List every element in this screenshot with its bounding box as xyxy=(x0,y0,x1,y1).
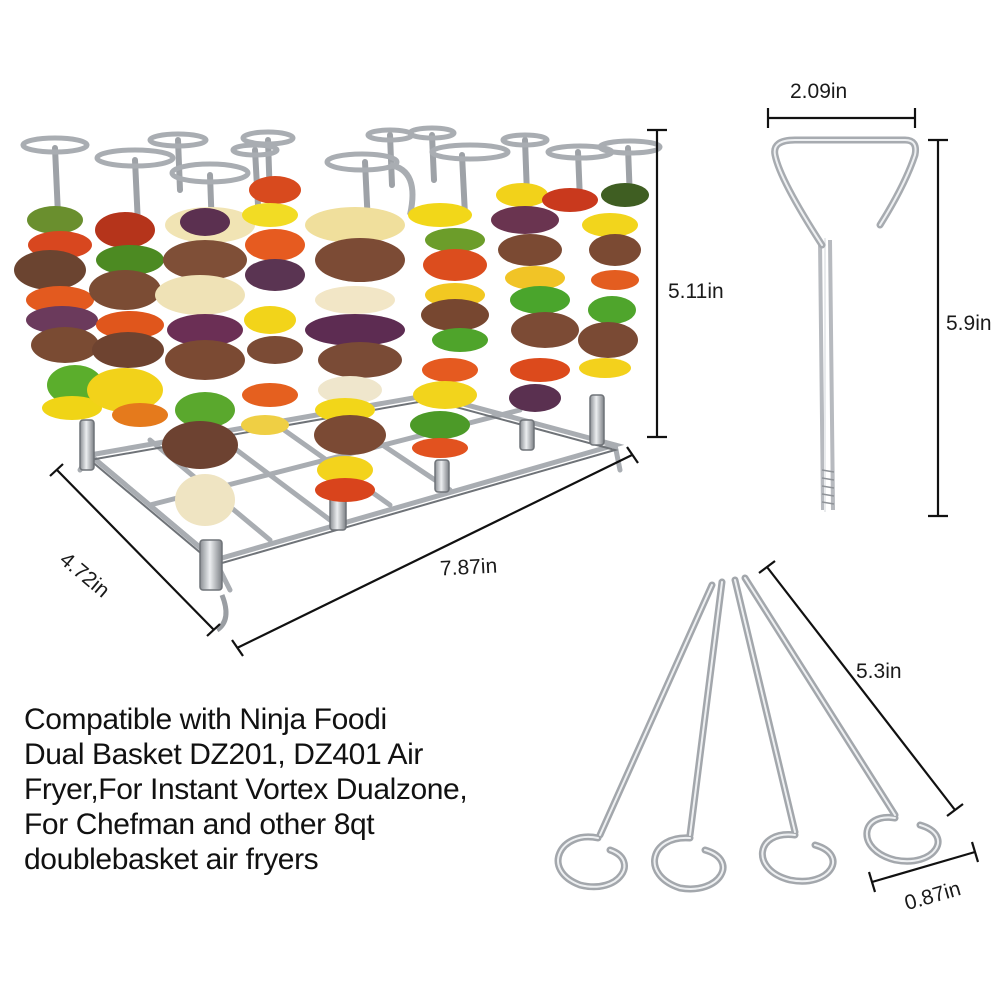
skewer-length-label: 5.9in xyxy=(946,312,992,335)
rack-length-label: 7.87in xyxy=(439,554,498,581)
skewer-ring-tops xyxy=(20,125,663,216)
compatibility-description: Compatible with Ninja Foodi Dual Basket … xyxy=(24,702,584,877)
compatibility-line: Compatible with Ninja Foodi xyxy=(24,703,387,736)
handle-width-label: 2.09in xyxy=(790,80,848,103)
rack-dimension-lines xyxy=(49,128,667,657)
handle-skewer xyxy=(771,136,919,512)
short-skewer-length-label: 5.3in xyxy=(856,660,902,683)
compatibility-line: Dual Basket DZ201, DZ401 Air xyxy=(24,738,423,771)
curl-skewers-set xyxy=(554,574,942,893)
curl-skewer-dimension-lines xyxy=(758,560,980,893)
skewer-rack-with-kebabs xyxy=(14,125,663,633)
rack-feet xyxy=(79,394,605,591)
compatibility-line: For Chefman and other 8qt xyxy=(24,808,375,841)
compatibility-line: doublebasket air fryers xyxy=(24,843,319,876)
kebab-food-stacks xyxy=(14,176,649,526)
compatibility-line: Fryer,For Instant Vortex Dualzone, xyxy=(24,773,468,806)
handle-dimension-lines xyxy=(766,108,948,518)
rack-height-label: 5.11in xyxy=(668,280,724,303)
